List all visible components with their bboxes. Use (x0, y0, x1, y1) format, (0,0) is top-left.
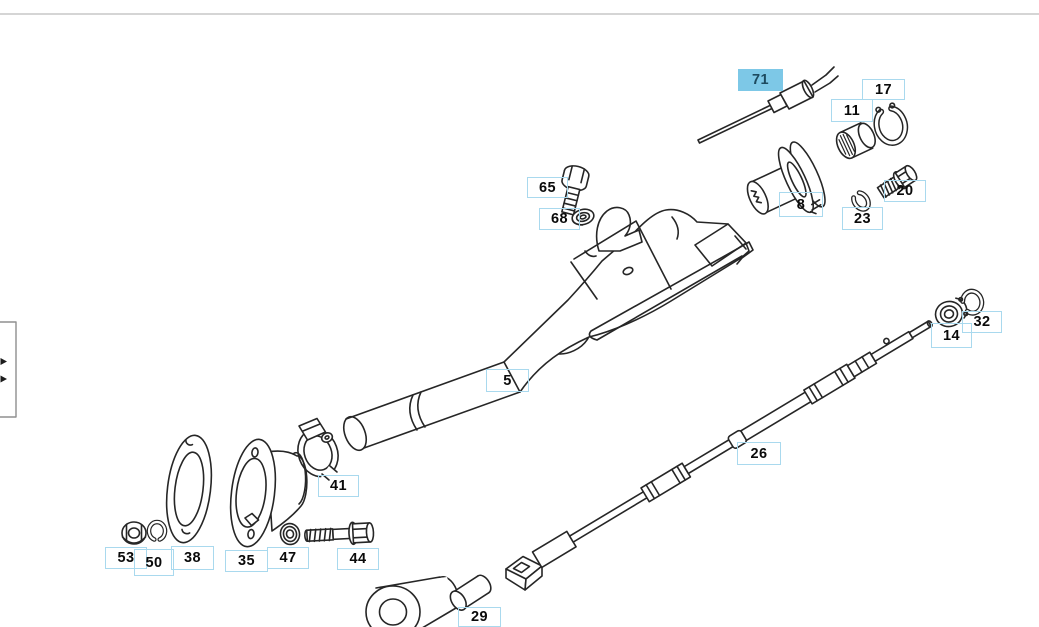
part-drawing-steering-shaft-26 (505, 320, 933, 591)
part-label-53[interactable]: 53 (105, 547, 147, 569)
part-drawing-bolt-44 (304, 521, 375, 546)
left-panel-fragment (0, 321, 17, 418)
part-drawing-lock-washer-50 (146, 519, 168, 542)
part-drawing-gasket-38 (165, 434, 213, 544)
panel-marker-icon (0, 358, 7, 365)
part-drawing-sleeve-29 (449, 574, 492, 611)
part-drawing-flange-8 (746, 141, 826, 215)
part-label-38[interactable]: 38 (171, 546, 214, 570)
part-label-47[interactable]: 47 (267, 547, 309, 569)
part-label-20[interactable]: 20 (884, 180, 926, 202)
part-label-41[interactable]: 41 (318, 475, 359, 497)
part-drawing-bearing-14 (934, 297, 968, 328)
part-drawing-snap-ring-17 (873, 102, 909, 146)
part-label-68[interactable]: 68 (539, 208, 580, 230)
part-label-71[interactable]: 71 (738, 69, 783, 91)
part-label-35[interactable]: 35 (225, 550, 268, 572)
part-drawing-nut-53 (121, 521, 147, 545)
part-label-44[interactable]: 44 (337, 548, 379, 570)
part-label-14[interactable]: 14 (931, 323, 972, 348)
part-drawing-jacket-housing-5 (342, 206, 754, 452)
part-drawing-lock-pin-71 (697, 66, 839, 144)
part-label-11[interactable]: 11 (831, 99, 873, 122)
part-label-8[interactable]: 8 (779, 192, 823, 217)
part-drawing-washer-68 (571, 208, 595, 226)
part-label-50[interactable]: 50 (134, 549, 174, 576)
part-drawing-flange-boot-35 (229, 438, 308, 548)
part-drawing-bolt-65 (561, 165, 590, 216)
panel-marker-icon (0, 375, 7, 383)
part-label-32[interactable]: 32 (962, 311, 1002, 333)
part-label-29[interactable]: 29 (458, 607, 501, 627)
part-label-17[interactable]: 17 (862, 79, 905, 100)
part-drawing-bearing-11 (835, 122, 876, 160)
part-label-26[interactable]: 26 (737, 442, 781, 465)
part-drawing-washer-47 (279, 522, 301, 546)
part-label-65[interactable]: 65 (527, 177, 568, 198)
part-label-5[interactable]: 5 (486, 369, 529, 392)
top-divider (0, 0, 1039, 15)
part-drawing-bushing (365, 575, 460, 627)
part-label-23[interactable]: 23 (842, 207, 883, 230)
